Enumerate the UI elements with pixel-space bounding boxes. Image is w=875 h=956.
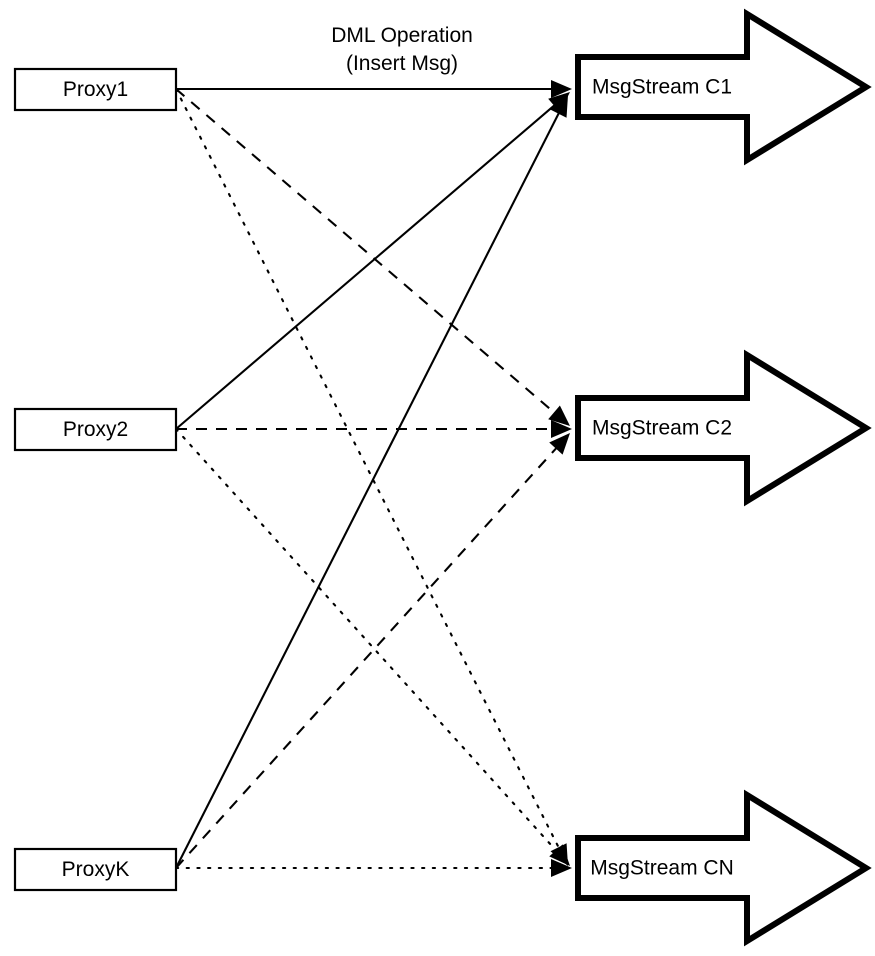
proxy-label-proxy1: Proxy1 bbox=[63, 78, 128, 101]
edges-layer bbox=[174, 87, 563, 870]
stream-label-stream_cn: MsgStream CN bbox=[590, 857, 734, 880]
stream-node-stream_cn[interactable]: MsgStream CN bbox=[575, 789, 872, 947]
arrowheads-layer bbox=[548, 80, 572, 877]
proxy-box-proxy1[interactable] bbox=[13, 67, 178, 112]
arrowhead-pk-c1 bbox=[550, 95, 568, 118]
flow-line-p1-c2[interactable] bbox=[175, 88, 560, 417]
proxy-label-proxyk: ProxyK bbox=[62, 858, 130, 881]
arrowhead-pk-cn bbox=[551, 859, 572, 877]
flow-line-p1-cn[interactable] bbox=[174, 87, 563, 854]
proxy-node-proxy1[interactable]: Proxy1 bbox=[13, 67, 178, 112]
stream-node-stream_c1[interactable]: MsgStream C1 bbox=[575, 8, 872, 166]
stream-label-stream_c2: MsgStream C2 bbox=[592, 417, 732, 440]
flow-line-p2-cn[interactable] bbox=[174, 427, 561, 856]
stream-node-stream_c2[interactable]: MsgStream C2 bbox=[575, 349, 872, 507]
proxy-box-proxyk[interactable] bbox=[13, 847, 178, 892]
streams-layer: MsgStream C1 MsgStream C2 MsgStream CN bbox=[575, 8, 872, 947]
arrowhead-p2-c1 bbox=[548, 92, 570, 113]
edge-caption-group: DML Operation (Insert Msg) bbox=[331, 24, 473, 75]
arrowhead-p2-cn bbox=[549, 844, 570, 866]
proxy-box-proxy2[interactable] bbox=[13, 407, 178, 452]
arrowhead-p1-c2 bbox=[548, 405, 570, 426]
arrowhead-pk-c2 bbox=[549, 433, 570, 455]
edge-caption-line1: DML Operation bbox=[331, 24, 473, 47]
stream-arrow-shape-stream_c2[interactable] bbox=[575, 349, 872, 507]
flow-line-pk-c2[interactable] bbox=[175, 443, 561, 869]
proxy-node-proxyk[interactable]: ProxyK bbox=[13, 847, 178, 892]
arrowhead-p2-c2 bbox=[551, 420, 572, 438]
flow-line-p2-c1[interactable] bbox=[175, 101, 560, 430]
arrowhead-p1-c1 bbox=[551, 80, 572, 98]
proxy-node-proxy2[interactable]: Proxy2 bbox=[13, 407, 178, 452]
stream-arrow-shape-stream_cn[interactable] bbox=[575, 789, 872, 947]
stream-arrow-shape-stream_c1[interactable] bbox=[575, 8, 872, 166]
flow-line-pk-c1[interactable] bbox=[175, 108, 563, 869]
stream-label-stream_c1: MsgStream C1 bbox=[592, 76, 732, 99]
edge-caption-line2: (Insert Msg) bbox=[346, 52, 458, 75]
proxy-label-proxy2: Proxy2 bbox=[63, 418, 128, 441]
